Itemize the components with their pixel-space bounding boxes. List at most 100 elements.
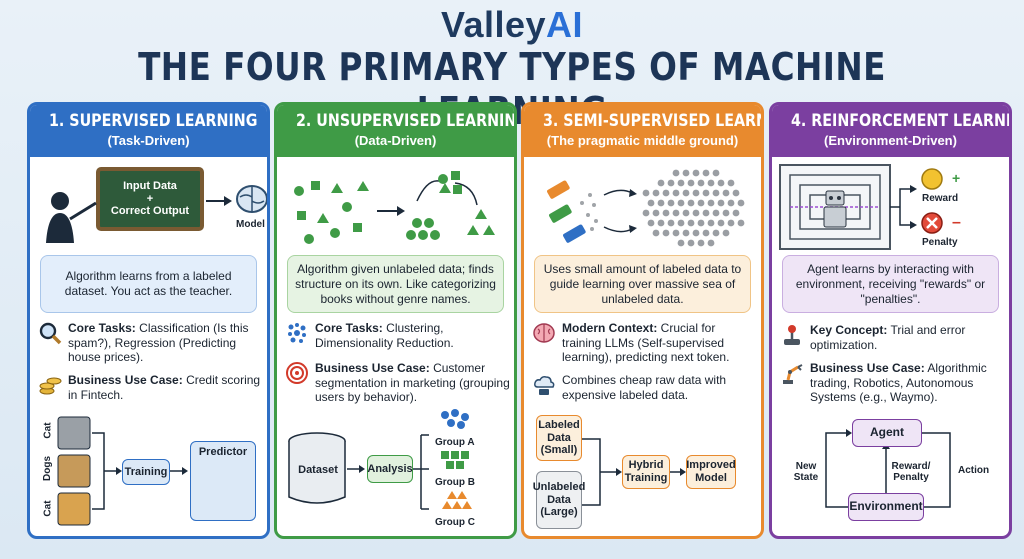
unlabeled-point — [707, 219, 715, 227]
unlabeled-point — [677, 239, 685, 247]
bullet-use-case: Business Use Case: Algorithmic trading, … — [780, 361, 1005, 405]
unlabeled-point — [727, 179, 735, 187]
unlabeled-point — [672, 209, 680, 217]
flow-label: Cat — [42, 500, 54, 517]
unlabeled-point — [722, 209, 730, 217]
svg-text:+: + — [952, 170, 960, 186]
unlabeled-point — [702, 189, 710, 197]
robot-maze-icon: + – — [779, 164, 961, 250]
unlabeled-point — [672, 229, 680, 237]
cloud-data-icon — [534, 376, 555, 395]
bullet-key-concept: Key Concept: Trial and error optimizatio… — [780, 323, 1005, 352]
panel-title: 3. SEMI-SUPERVISED LEARNING — [542, 111, 761, 131]
bullet-text: Crucial for training LLMs (Self-supervis… — [562, 321, 730, 365]
semi-flow: Labeled Data (Small) Unlabeled Data (Lar… — [524, 405, 761, 535]
bullet-text: Credit scoring in Fintech. — [68, 373, 261, 402]
unlabeled-point — [667, 199, 675, 207]
panel-reinforcement: 4. REINFORCEMENT LEARNING (Environment-D… — [769, 102, 1012, 539]
bullet-core-tasks: Core Tasks: Classification (Is this spam… — [38, 321, 263, 365]
unlabeled-point — [647, 219, 655, 227]
analysis-node: Analysis — [367, 455, 413, 483]
board-line: Input Data — [123, 180, 177, 193]
unlabeled-point — [687, 239, 695, 247]
unlabeled-point — [712, 169, 720, 177]
agent-node: Agent — [852, 419, 922, 447]
teacher-scene-icon — [46, 167, 267, 243]
flow-connectors — [582, 438, 686, 506]
bullet-head: Core Tasks: — [315, 321, 383, 335]
unlabeled-point — [652, 189, 660, 197]
unlabeled-point — [662, 209, 670, 217]
group-label: Group B — [435, 477, 475, 488]
unlabeled-point — [682, 189, 690, 197]
bullet-text: Classification (Is this spam?), Regressi… — [68, 321, 249, 365]
unlabeled-point — [657, 179, 665, 187]
bullet-head: Core Tasks: — [68, 321, 136, 335]
reward-penalty-label: Reward/ Penalty — [891, 461, 931, 483]
bullet-modern-context: Modern Context: Crucial for training LLM… — [532, 321, 757, 365]
group-label: Group A — [435, 437, 475, 448]
flow-connectors — [288, 409, 472, 510]
unlabeled-point — [677, 219, 685, 227]
unlabeled-point — [662, 189, 670, 197]
unlabeled-point — [647, 199, 655, 207]
unlabeled-point — [687, 179, 695, 187]
svg-text:–: – — [952, 214, 961, 231]
unlabeled-point — [657, 199, 665, 207]
unlabeled-point — [677, 179, 685, 187]
unlabeled-point — [692, 209, 700, 217]
bullet-head: Business Use Case: — [315, 361, 430, 375]
bullet-text: Algorithmic trading, Robotics, Autonomou… — [810, 361, 987, 405]
flow-label: Dogs — [42, 456, 53, 481]
coins-icon — [39, 377, 62, 395]
unlabeled-point — [717, 199, 725, 207]
unlabeled-point — [702, 209, 710, 217]
brand-name: Valley — [440, 4, 547, 45]
bullet-text: Clustering, Dimensionality Reduction. — [315, 321, 454, 350]
improved-model-node: Improved Model — [686, 455, 736, 489]
unlabeled-point — [687, 219, 695, 227]
panel-semi-supervised: 3. SEMI-SUPERVISED LEARNING (The pragmat… — [521, 102, 764, 539]
unlabeled-point — [737, 219, 745, 227]
flow-label: Cat — [42, 422, 54, 439]
unlabeled-point — [657, 219, 665, 227]
cluster-icon — [288, 323, 306, 343]
unlabeled-point — [702, 229, 710, 237]
dataset-node: Dataset — [298, 463, 338, 476]
unlabeled-point — [717, 219, 725, 227]
unlabeled-point — [677, 199, 685, 207]
panel-header: 1. SUPERVISED LEARNING (Task-Driven) — [30, 105, 267, 157]
unlabeled-point — [722, 189, 730, 197]
action-label: Action — [958, 465, 990, 476]
flow-connectors — [825, 429, 951, 511]
new-state-label: New State — [793, 461, 819, 483]
panel-header: 4. REINFORCEMENT LEARNING (Environment-D… — [772, 105, 1009, 157]
panel-subtitle: (Data-Driven) — [354, 133, 437, 148]
reinforcement-flow: Agent Environment New State Reward/ Pena… — [772, 405, 1009, 535]
unlabeled-point — [687, 199, 695, 207]
panel-title: 2. UNSUPERVISED LEARNING — [295, 111, 517, 131]
penalty-label: Penalty — [922, 237, 958, 248]
unlabeled-point — [712, 229, 720, 237]
unlabeled-point — [692, 189, 700, 197]
panel-supervised: 1. SUPERVISED LEARNING (Task-Driven) Inp… — [27, 102, 270, 539]
bullet-head: Business Use Case: — [68, 373, 183, 387]
bullet-text: Combines cheap raw data with expensive l… — [562, 373, 727, 402]
unlabeled-point — [697, 199, 705, 207]
panel-summary: Algorithm learns from a labeled dataset.… — [40, 255, 257, 313]
bullet-use-case: Business Use Case: Credit scoring in Fin… — [38, 373, 263, 402]
unlabeled-point — [697, 219, 705, 227]
bullet-text: Customer segmentation in marketing (grou… — [315, 361, 510, 405]
unlabeled-point — [707, 199, 715, 207]
bullet-head: Business Use Case: — [810, 361, 925, 375]
unlabeled-point — [737, 199, 745, 207]
robot-arm-icon — [783, 364, 803, 384]
unlabeled-point — [732, 209, 740, 217]
board-line: Correct Output — [110, 205, 190, 218]
brand-logo: ValleyAI — [0, 4, 1024, 46]
unlabeled-point — [667, 219, 675, 227]
unlabeled-point — [722, 229, 730, 237]
scattered-shapes-icon — [294, 171, 495, 244]
unlabeled-point — [642, 209, 650, 217]
panel-subtitle: (Task-Driven) — [107, 133, 190, 148]
